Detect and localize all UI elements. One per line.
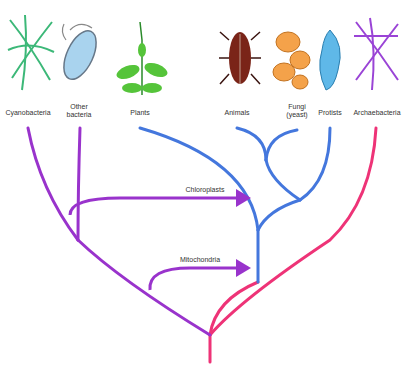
yeast-picture — [273, 32, 310, 89]
organism-name: Plants — [130, 109, 149, 117]
archaebacteria-picture — [354, 18, 398, 90]
mitochondria-arrow — [150, 268, 248, 290]
plant-picture — [115, 22, 170, 95]
protist-picture — [320, 30, 340, 90]
transfer-label: Chloroplasts — [185, 186, 226, 194]
organism-name: Protists — [318, 109, 341, 117]
organism-name: Archaebacteria — [353, 109, 400, 117]
animal-picture — [219, 32, 261, 84]
tree-branches — [28, 128, 376, 362]
transfer-label: Mitochondria — [179, 256, 221, 264]
organism-name: Fungi (yeast) — [282, 103, 312, 119]
bacteria-picture — [57, 24, 103, 84]
chloroplast-arrow — [70, 198, 248, 215]
organism-name: Cyanobacteria — [5, 109, 50, 117]
organism-name: Animals — [225, 109, 250, 117]
organism-name: Other bacteria — [63, 103, 95, 119]
cyanobacteria-picture — [8, 15, 54, 90]
